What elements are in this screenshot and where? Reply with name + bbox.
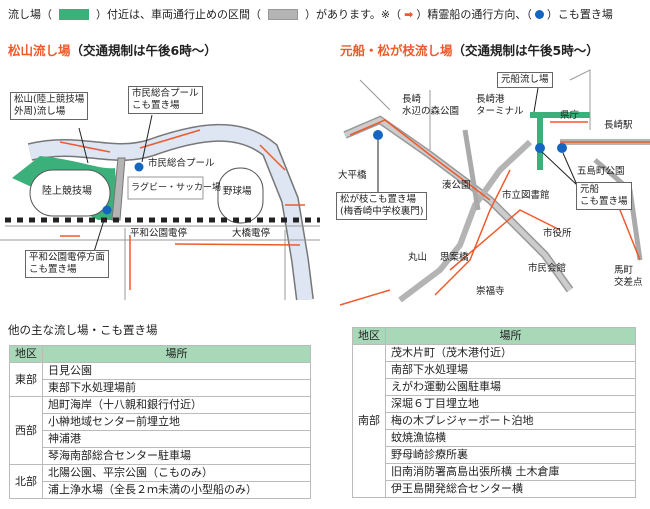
table-row: 神浦港 (10, 430, 311, 448)
col-area: 地区 (9, 345, 43, 363)
maruyama-label: 丸山 (408, 252, 428, 263)
matsuyama-nagashiba-callout: 松山(陸上競技場 外周)流し場 (10, 92, 89, 120)
place-cell: 野母崎診療所裏 (385, 446, 636, 464)
table-row: 東部下水処理場前 (10, 379, 311, 397)
heiwa-komo-callout: 平和公園電停方面 こも置き場 (25, 250, 110, 278)
legend: 流し場（ ）付近は、車両通行止めの区間（ ）があります。※（ ➡ ）精霊船の通行… (8, 6, 613, 22)
cityhall-label: 市役所 (543, 228, 572, 239)
table-row: 北部北陽公園、平宗公園（こものみ） (9, 464, 311, 499)
place-cell: 東部下水処理場前 (42, 379, 311, 397)
motofune-komo-callout: 元船 こも置き場 (576, 182, 632, 210)
left-map-heading: 松山流し場（交通規制は午後6時～） (8, 40, 217, 59)
table-row: 小榊地域センター前埋立地 (10, 413, 311, 431)
blue-dot-icon (534, 9, 544, 19)
place-cell: 深堀６丁目埋立地 (385, 395, 636, 413)
motofune-nagashiba-callout: 元船流し場 (497, 72, 553, 88)
place-cell: 蚊焼漁協横 (385, 429, 636, 447)
table-row: えがわ運動公園駐車場 (353, 378, 636, 396)
table-row: 深堀６丁目埋立地 (353, 395, 636, 413)
table-row: 南部下水処理場 (353, 361, 636, 379)
shianbashi-label: 思案橋 (440, 252, 469, 263)
map-drawing (0, 114, 320, 302)
table-row: 蚊焼漁協横 (353, 429, 636, 447)
other-sites-table-right: 地区場所南部茂木片町（茂木港付近）南部下水処理場えがわ運動公園駐車場深堀６丁目埋… (352, 327, 636, 498)
place-cell: 日見公園 (42, 362, 311, 380)
place-cell: 旧南消防署高島出張所横 土木倉庫 (385, 463, 636, 481)
legend-text: ）こも置き場 (546, 8, 613, 21)
minato-park-label: 湊公園 (442, 180, 471, 191)
legend-text: 流し場（ (8, 8, 52, 21)
place-cell: 梅の木プレジャーボート泊地 (385, 412, 636, 430)
terminal-label: 長崎港 ターミナル (476, 94, 524, 117)
table-row: 東部日見公園 (9, 362, 311, 397)
table-row: 旧南消防署高島出張所横 土木倉庫 (353, 463, 636, 481)
table-row: 浦上浄水場（全長２ｍ未満の小型船のみ） (10, 481, 311, 499)
matsugae-komo-callout: 松が枝こも置き場 (梅香崎中学校裏門) (336, 192, 428, 220)
rugby-field-label: ラグビー・サッカー場 (131, 183, 222, 193)
civic-hall-label: 市民会館 (528, 263, 567, 274)
heading-title: 元船・松が枝流し場 (340, 43, 453, 58)
area-cell: 東部 (9, 362, 43, 397)
heading-title: 松山流し場 (8, 43, 71, 58)
table-row: 琴海南部総合センター駐車場 (10, 447, 311, 465)
goto-park-label: 五島町公園 (577, 166, 625, 177)
library-label: 市立図書館 (502, 190, 550, 201)
area-cell: 北部 (9, 464, 43, 499)
other-sites-table-left: 地区場所東部日見公園東部下水処理場前西部旭町海岸（十八親和銀行付近）小榊地域セン… (9, 345, 311, 499)
place-cell: 北陽公園、平宗公園（こものみ） (42, 464, 311, 482)
table-row: 伊王島開発総合センター横 (353, 480, 636, 498)
station-label: 長崎駅 (604, 120, 633, 131)
kencho-label: 県庁 (560, 110, 580, 121)
matsuyama-map: 松山(陸上競技場 外周)流し場 市民総合プール こも置き場 市民総合プール 陸上… (0, 60, 320, 302)
legend-text: ）精霊船の通行方向、（ (416, 8, 532, 21)
table-row: 南部茂木片町（茂木港付近） (352, 344, 636, 498)
legend-text: ）があります。※（ (305, 8, 402, 21)
arrow-right-icon: ➡ (404, 7, 414, 21)
section-title: 他の主な流し場・こも置き場 (8, 323, 158, 337)
table-row: 梅の木プレジャーボート泊地 (353, 412, 636, 430)
heiwa-stop-label: 平和公園電停 (130, 228, 188, 239)
sofukuji-label: 崇福寺 (476, 286, 505, 297)
area-cell: 西部 (9, 396, 43, 465)
place-cell: 小榊地域センター前埋立地 (42, 413, 311, 431)
ohashi-stop-label: 大橋電停 (232, 228, 271, 239)
mizube-park-label: 長崎 水辺の森公園 (402, 94, 460, 117)
place-cell: 旭町海岸（十八親和銀行付近） (42, 396, 311, 414)
place-cell: 浦上浄水場（全長２ｍ未満の小型船のみ） (42, 481, 311, 499)
place-cell: 伊王島開発総合センター横 (385, 480, 636, 498)
area-cell: 南部 (352, 344, 386, 498)
place-cell: 琴海南部総合センター駐車場 (42, 447, 311, 465)
baseball-label: 野球場 (223, 186, 252, 197)
table-row: 野母崎診療所裏 (353, 446, 636, 464)
legend-text: ）付近は、車両通行止めの区間（ (96, 8, 261, 21)
pool-komo-callout: 市民総合プール こも置き場 (128, 86, 203, 114)
place-cell: 南部下水処理場 (385, 361, 636, 379)
place-cell: 茂木片町（茂木港付近） (385, 344, 636, 362)
gray-swatch (268, 8, 298, 20)
right-map-heading: 元船・松が枝流し場（交通規制は午後5時～） (340, 40, 599, 59)
map-drawing (339, 69, 650, 306)
col-area: 地区 (352, 327, 386, 345)
motofune-map: 元船流し場 長崎 水辺の森公園 長崎港 ターミナル 県庁 長崎駅 大平橋 五島町… (330, 60, 650, 310)
table-row: 西部旭町海岸（十八親和銀行付近） (9, 396, 311, 465)
place-cell: えがわ運動公園駐車場 (385, 378, 636, 396)
umamachi-label: 馬町 交差点 (614, 265, 643, 288)
ohirabashi-label: 大平橋 (338, 170, 367, 181)
table-header: 地区場所 (352, 327, 636, 345)
col-place: 場所 (385, 327, 636, 345)
place-cell: 神浦港 (42, 430, 311, 448)
green-swatch (59, 8, 89, 20)
col-place: 場所 (42, 345, 311, 363)
table-header: 地区場所 (9, 345, 311, 363)
heading-note: （交通規制は午後5時～） (452, 43, 599, 58)
track-label: 陸上競技場 (42, 186, 92, 197)
heading-note: （交通規制は午後6時～） (70, 43, 217, 58)
pool-label: 市民総合プール (148, 158, 215, 169)
